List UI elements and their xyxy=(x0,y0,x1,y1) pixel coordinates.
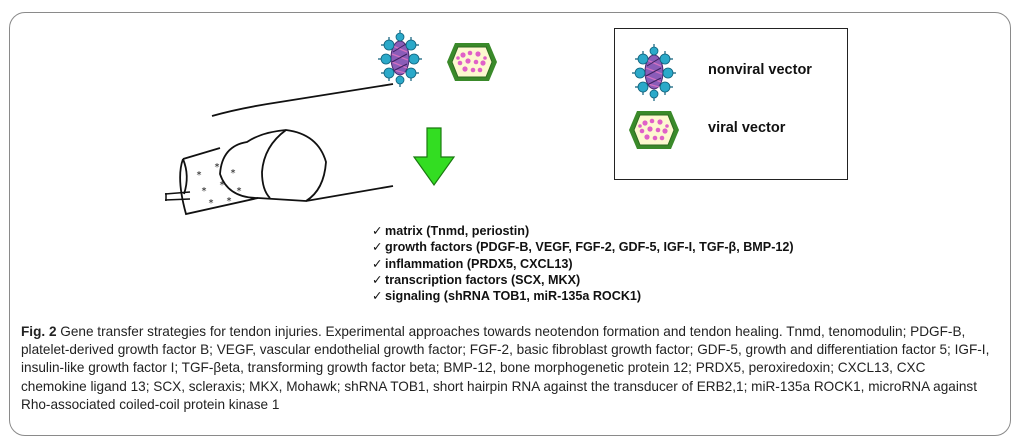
svg-text:*: * xyxy=(219,180,225,191)
svg-text:*: * xyxy=(230,168,236,179)
svg-text:*: * xyxy=(208,198,214,209)
caption-text: Gene transfer strategies for tendon inju… xyxy=(21,324,990,412)
factor-list: ✓matrix (Tnmd, periostin) ✓growth factor… xyxy=(372,223,794,304)
svg-text:*: * xyxy=(196,170,202,181)
factor-item: ✓matrix (Tnmd, periostin) xyxy=(372,224,530,238)
legend-nonviral-icon xyxy=(631,43,677,102)
check-icon: ✓ xyxy=(372,224,383,238)
legend-box xyxy=(614,28,848,180)
figure-frame xyxy=(9,12,1011,436)
svg-text:*: * xyxy=(226,196,232,207)
check-icon: ✓ xyxy=(372,272,383,287)
tendon-limb-icon: *** *** ** xyxy=(164,83,394,216)
figure-caption: Fig. 2 Gene transfer strategies for tend… xyxy=(21,323,991,414)
svg-text:*: * xyxy=(214,162,220,173)
legend-viral-icon xyxy=(628,110,680,150)
factor-item: ✓signaling (shRNA TOB1, miR-135a ROCK1) xyxy=(372,289,642,304)
factor-item: ✓transcription factors (SCX, MKX) xyxy=(372,272,581,287)
check-icon: ✓ xyxy=(372,256,383,271)
check-icon: ✓ xyxy=(372,289,383,304)
factor-item: ✓inflammation (PRDX5, CXCL13) xyxy=(372,256,573,271)
down-arrow-icon xyxy=(412,127,456,187)
check-icon: ✓ xyxy=(372,240,383,255)
svg-text:*: * xyxy=(236,186,242,197)
figure-label: Fig. 2 xyxy=(21,324,57,339)
svg-text:*: * xyxy=(201,186,207,197)
factor-item: ✓growth factors (PDGF-B, VEGF, FGF-2, GD… xyxy=(372,240,794,255)
legend-label-viral: viral vector xyxy=(708,120,786,136)
legend-label-nonviral: nonviral vector xyxy=(708,62,812,78)
